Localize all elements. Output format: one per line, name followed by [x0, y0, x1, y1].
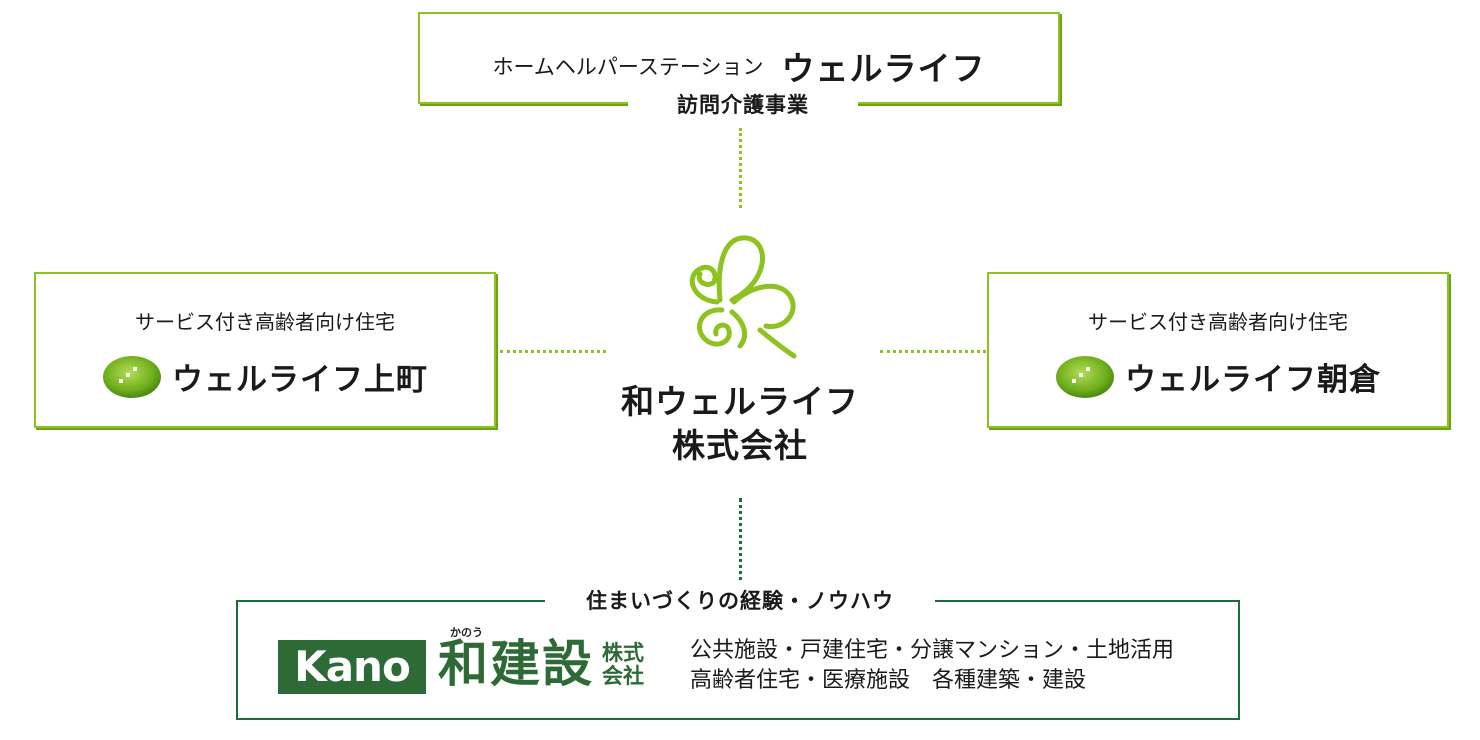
kano-logo: Kano [278, 640, 426, 694]
connector-right [880, 350, 986, 353]
service-housing-label: サービス付き高齢者向け住宅 [135, 310, 395, 334]
kano-construction-box: Kano かのう 和建設 株式会社 公共施設・戸建住宅・分譲マンション・土地活用… [236, 600, 1240, 720]
company-suffix: 株式会社 [602, 641, 644, 688]
wellife-kamimachi-name-row: ウェルライフ上町 [36, 354, 494, 399]
business-description-line2: 高齢者住宅・医療施設 各種建築・建設 [690, 668, 1087, 693]
connector-top [739, 128, 742, 208]
wellife-asakura-name: ウェルライフ朝倉 [1125, 362, 1381, 398]
business-description: 公共施設・戸建住宅・分譲マンション・土地活用 高齢者住宅・医療施設 各種建築・建… [690, 636, 1174, 696]
wellife-text: ウェルライフ [781, 49, 986, 88]
home-care-label: 訪問介護事業 [628, 88, 858, 122]
company-title-line1: 和ウェルライフ [621, 382, 859, 421]
connector-left [500, 350, 606, 353]
wellife-kamimachi-name: ウェルライフ上町 [172, 362, 428, 398]
service-housing-label: サービス付き高齢者向け住宅 [1088, 310, 1348, 334]
wellife-clover-logo-icon [689, 235, 797, 359]
wellife-asakura-name-row: ウェルライフ朝倉 [989, 354, 1447, 399]
company-furigana: かのう [450, 626, 483, 639]
home-helper-station-text: ホームヘルパーステーション [492, 55, 764, 79]
business-description-line1: 公共施設・戸建住宅・分譲マンション・土地活用 [690, 638, 1175, 663]
company-kanji-name: 和建設 [438, 635, 594, 693]
wellife-kamimachi-box: サービス付き高齢者向け住宅 ウェルライフ上町 [34, 272, 496, 428]
connector-bottom [739, 498, 742, 588]
company-title: 和ウェルライフ 株式会社 [560, 380, 920, 468]
green-leaf-icon [103, 355, 161, 398]
company-title-line2: 株式会社 [672, 426, 808, 465]
experience-knowhow-label: 住まいづくりの経験・ノウハウ [545, 584, 935, 618]
wellife-asakura-box: サービス付き高齢者向け住宅 ウェルライフ朝倉 [987, 272, 1449, 428]
green-leaf-icon [1056, 355, 1114, 398]
home-helper-title: ホームヘルパーステーションウェルライフ [420, 42, 1058, 90]
